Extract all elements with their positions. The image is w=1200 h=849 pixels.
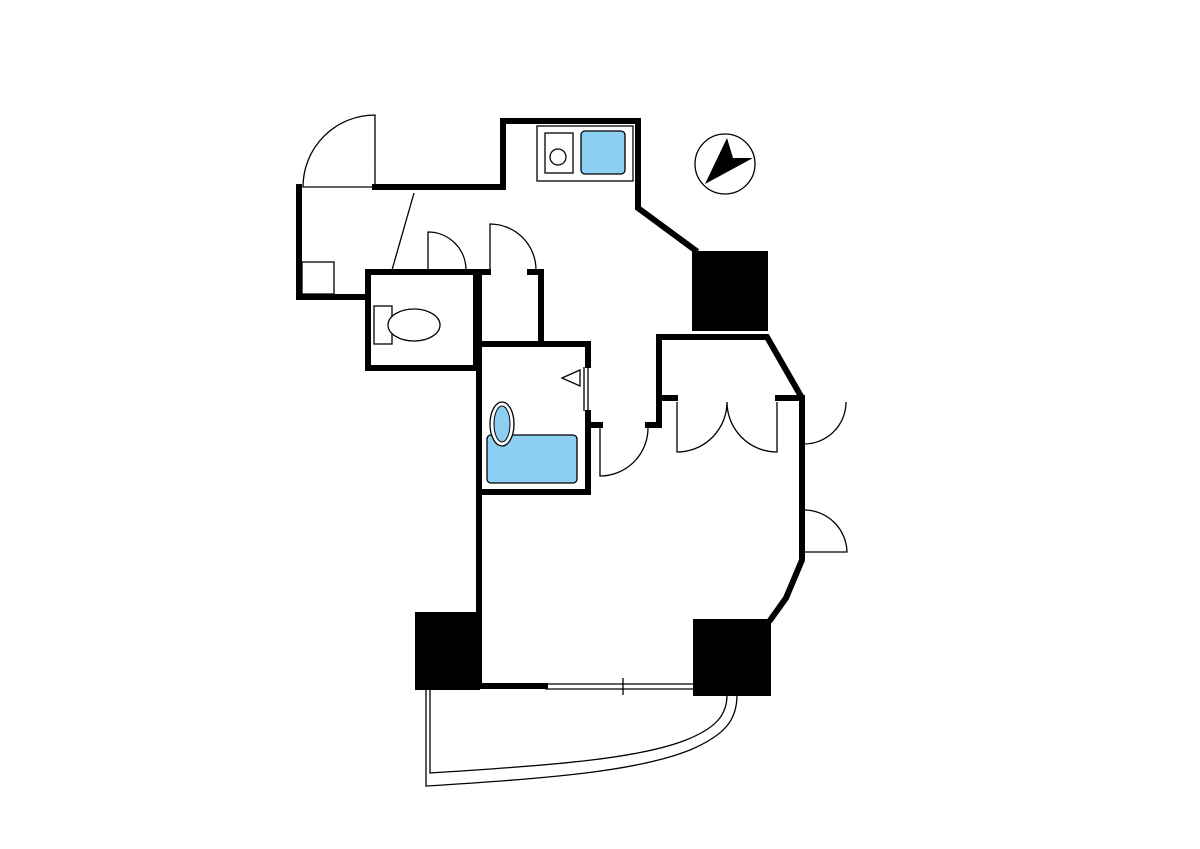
side-door xyxy=(803,401,847,445)
stove-icon xyxy=(544,132,574,174)
closet-double-doors xyxy=(676,401,778,453)
shoe-box xyxy=(301,261,335,295)
window xyxy=(545,678,693,695)
bathroom-walls xyxy=(479,341,591,495)
window-and-balcony xyxy=(425,678,738,787)
wash-basin-bowl xyxy=(493,405,511,443)
wall-entry xyxy=(296,184,371,300)
walls xyxy=(296,118,805,689)
column xyxy=(693,619,771,696)
closet-door xyxy=(489,223,537,271)
fixtures xyxy=(373,125,634,484)
burner xyxy=(549,148,567,166)
step-line xyxy=(391,192,415,271)
wall-east xyxy=(585,334,805,624)
toilet-icon xyxy=(387,308,441,342)
balcony xyxy=(425,690,738,787)
columns xyxy=(415,251,771,696)
compass-north-arrow-icon xyxy=(705,138,753,184)
bathtub-icon xyxy=(486,434,578,484)
bath-sliding-door xyxy=(560,367,589,411)
column xyxy=(415,612,480,690)
compass-circle xyxy=(694,133,756,195)
compass xyxy=(694,133,756,195)
column xyxy=(692,251,768,331)
toilet-door xyxy=(427,231,467,271)
kitchen-sink-icon xyxy=(580,130,626,175)
doors xyxy=(301,114,848,553)
side-door xyxy=(803,509,848,553)
bath-door xyxy=(599,427,649,477)
entry-door xyxy=(302,114,376,188)
wall-north xyxy=(372,118,700,255)
